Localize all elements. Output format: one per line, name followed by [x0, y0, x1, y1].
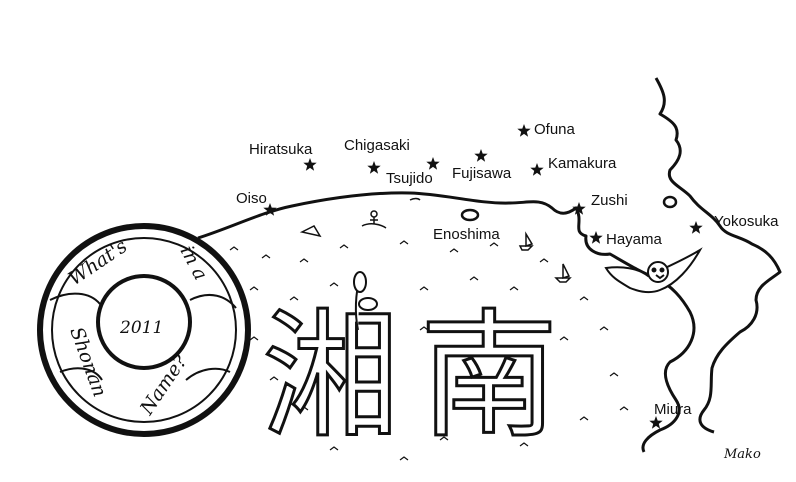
hiratsuka-star-icon: [303, 158, 317, 171]
yokosuka-star-icon: [689, 221, 703, 234]
kamakura-label: Kamakura: [548, 155, 617, 172]
whats-in-a-name-badge: 2011 What's in a Shonan Name?: [37, 223, 251, 437]
tsujido-label: Tsujido: [386, 170, 433, 187]
fujisawa-label: Fujisawa: [452, 165, 512, 182]
leaf-sprout-decoration: [353, 271, 378, 331]
kamakura-star-icon: [530, 163, 544, 176]
miura-star-icon: [649, 416, 663, 429]
sea-waves: [229, 240, 629, 461]
peninsula-east-coast: [654, 77, 782, 434]
enoshima-island: [460, 208, 480, 222]
tsujido-star-icon: [426, 157, 440, 170]
ofuna-star-icon: [517, 124, 531, 137]
zushi-star-icon: [572, 202, 586, 215]
oiso-star-icon: [263, 203, 277, 216]
seagull-decoration: [604, 247, 703, 294]
boat-decoration: [518, 231, 572, 283]
hiratsuka-label: Hiratsuka: [249, 141, 313, 158]
zushi-label: Zushi: [591, 192, 628, 209]
sarushima-island: [662, 195, 678, 209]
hayama-star-icon: [589, 231, 603, 244]
badge-year: 2011: [119, 318, 163, 338]
hayama-label: Hayama: [606, 231, 663, 248]
coastline: [197, 191, 696, 453]
fujisawa-star-icon: [474, 149, 488, 162]
kanji-sho: 湘: [262, 296, 400, 457]
surfer-decoration: [299, 197, 421, 238]
chigasaki-star-icon: [367, 161, 381, 174]
kanji-nan: 南: [420, 296, 558, 457]
ofuna-label: Ofuna: [534, 121, 576, 138]
artist-signature: Mako: [723, 447, 761, 462]
yokosuka-label: Yokosuka: [714, 213, 779, 230]
shonan-kanji-title: 湘 南: [261, 295, 560, 459]
oiso-label: Oiso: [236, 190, 267, 207]
chigasaki-label: Chigasaki: [344, 137, 410, 154]
miura-label: Miura: [654, 401, 692, 418]
enoshima-label: Enoshima: [433, 226, 500, 243]
